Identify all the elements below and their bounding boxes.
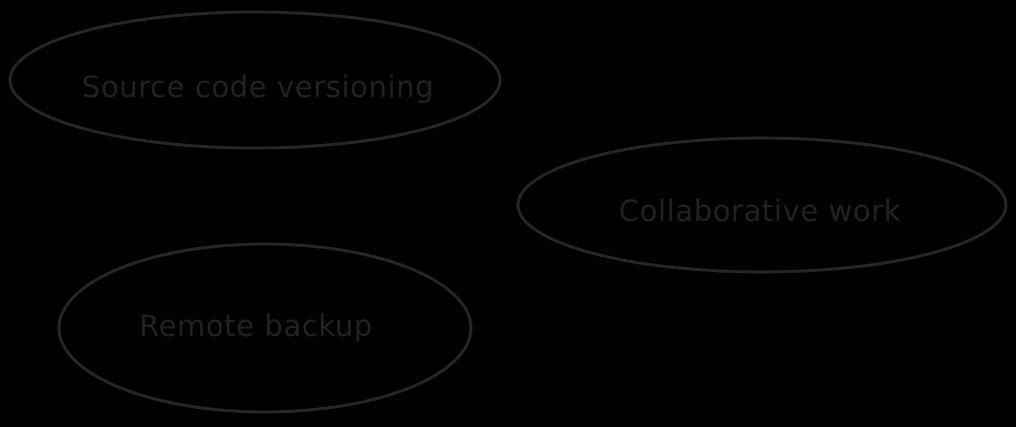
ellipse-source-code-versioning[interactable] [8,10,502,150]
node-label-remote-backup: Remote backup [139,309,373,343]
node-collaborative-work[interactable]: Collaborative work [516,136,1008,274]
ellipse-remote-backup[interactable] [57,242,473,414]
node-remote-backup[interactable]: Remote backup [57,242,473,414]
node-label-collaborative-work: Collaborative work [619,194,901,228]
node-label-source-code-versioning: Source code versioning [82,70,434,104]
node-source-code-versioning[interactable]: Source code versioning [8,10,502,150]
ellipse-collaborative-work[interactable] [516,136,1008,274]
